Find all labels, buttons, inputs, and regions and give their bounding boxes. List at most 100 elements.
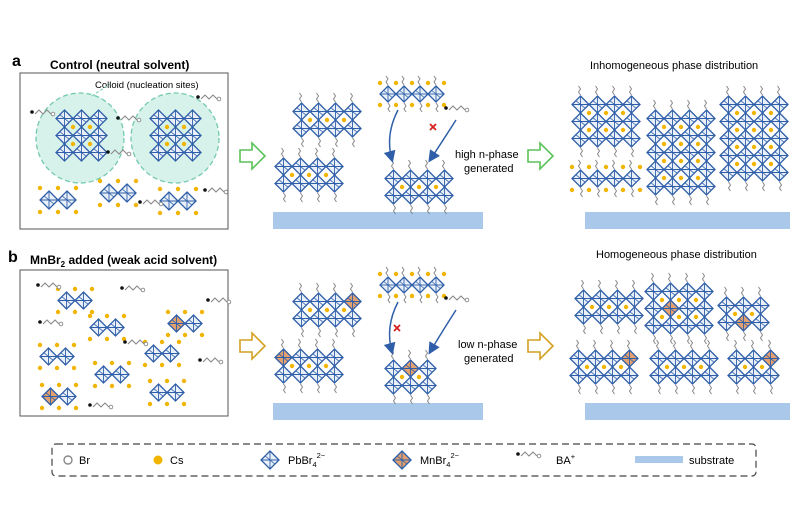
ba-chain — [628, 384, 633, 395]
ba-chain — [314, 147, 319, 158]
pbbr4-octahedron — [663, 109, 682, 128]
cs-atom — [159, 362, 165, 368]
ba-chain — [299, 383, 304, 394]
pbbr4-octahedron — [700, 366, 719, 385]
pbbr4-octahedron — [622, 95, 641, 114]
cs-atom — [732, 311, 738, 317]
colloid-cluster-right — [149, 109, 202, 162]
pbbr4-octahedron — [89, 318, 108, 337]
cs-atom — [121, 313, 127, 319]
pbbr4-octahedron — [700, 349, 719, 368]
film-domain — [717, 286, 770, 342]
cs-atom — [73, 209, 79, 215]
br-atom-icon — [63, 455, 73, 465]
ba-ligand — [196, 94, 222, 102]
ba-chain — [297, 338, 302, 349]
pbbr4-octahedron — [680, 109, 699, 128]
cs-atom — [695, 158, 701, 164]
ba-chain — [198, 357, 224, 365]
pbbr4-octahedron — [343, 102, 362, 121]
pbbr4-octahedron — [379, 85, 397, 103]
cs-atom — [377, 293, 383, 299]
ba-chain — [577, 159, 582, 170]
cs-atom — [659, 297, 665, 303]
legend: Br Cs PbBr42− MnBr42− BA+ substrate — [51, 443, 757, 477]
legend-pbbr4: PbBr42− — [288, 451, 326, 469]
ba-chain — [759, 85, 764, 96]
pbbr4-octahedron — [117, 183, 137, 203]
ba-chain — [334, 137, 339, 148]
cs-atom — [157, 210, 163, 216]
cs-atom — [620, 187, 626, 193]
cs-atom — [584, 364, 590, 370]
ba-chain — [582, 324, 587, 335]
pbbr4-octahedron — [644, 316, 663, 335]
ba-chain — [36, 282, 62, 290]
pbbr4-octahedron — [149, 143, 168, 162]
cs-atom — [603, 164, 609, 170]
blocked-cross — [393, 324, 401, 332]
pbbr4-octahedron — [770, 146, 789, 165]
cs-atom — [87, 124, 93, 130]
cs-atom — [695, 141, 701, 147]
cs-atom — [603, 187, 609, 193]
pbbr4-octahedron — [411, 85, 429, 103]
pbbr4-octahedron — [666, 366, 685, 385]
cs-atom — [441, 80, 447, 86]
mnbr4-octahedron — [41, 387, 60, 406]
ba-chain — [613, 187, 618, 198]
mnbr4-octahedron — [620, 349, 639, 368]
pbbr4-octahedron — [591, 289, 610, 308]
ba-ligand — [30, 109, 56, 117]
panel-a-title: Control (neutral solvent) — [50, 58, 189, 72]
ba-chain — [30, 109, 56, 117]
ba-ligand — [120, 285, 146, 293]
pbbr4-octahedron — [717, 313, 736, 332]
ba-chain — [419, 102, 423, 113]
cs-atom — [569, 164, 575, 170]
pbbr4-octahedron — [427, 276, 445, 294]
pbbr4-octahedron — [666, 349, 685, 368]
ba-ligand — [123, 339, 149, 347]
ba-chain — [299, 192, 304, 203]
pbbr4-octahedron — [55, 126, 74, 145]
ba-chain — [516, 451, 542, 459]
cs-atom — [199, 332, 205, 338]
pbbr4-octahedron — [291, 348, 310, 367]
cs-atom — [569, 187, 575, 193]
cs-atom — [734, 144, 740, 150]
ba-chain — [407, 349, 412, 360]
ba-chain — [349, 282, 354, 293]
cs-atom — [768, 110, 774, 116]
ba-chain — [594, 85, 599, 96]
cs-atom — [56, 405, 62, 411]
cs-atom — [661, 158, 667, 164]
mnbr4-octahedron — [392, 450, 412, 470]
pbbr4-octahedron — [418, 359, 437, 378]
pbbr4-octahedron — [697, 126, 716, 145]
pbbr4-octahedron — [736, 146, 755, 165]
ba-chain — [767, 339, 772, 350]
ba-chain — [594, 159, 599, 170]
cs-atom-icon — [153, 455, 163, 465]
ba-chain — [403, 293, 407, 304]
pbbr4-octahedron — [574, 289, 593, 308]
ba-chain — [703, 334, 708, 345]
ba-chain — [203, 187, 229, 195]
pbbr4-octahedron — [663, 126, 682, 145]
pbbr4-octahedron — [697, 109, 716, 128]
free-cluster — [87, 313, 127, 342]
ba-chain — [297, 147, 302, 158]
ba-chain — [315, 282, 320, 293]
pbbr4-octahedron — [183, 126, 202, 145]
pbbr4-octahedron — [736, 129, 755, 148]
ba-chain — [631, 279, 636, 290]
ba-chain — [317, 327, 322, 338]
pbbr4-octahedron — [274, 157, 293, 176]
cs-atom — [377, 102, 383, 108]
ba-chain — [652, 334, 657, 345]
ba-chain — [88, 402, 114, 410]
ba-chain — [116, 115, 142, 123]
cs-atom — [698, 364, 704, 370]
cs-atom — [87, 313, 93, 319]
